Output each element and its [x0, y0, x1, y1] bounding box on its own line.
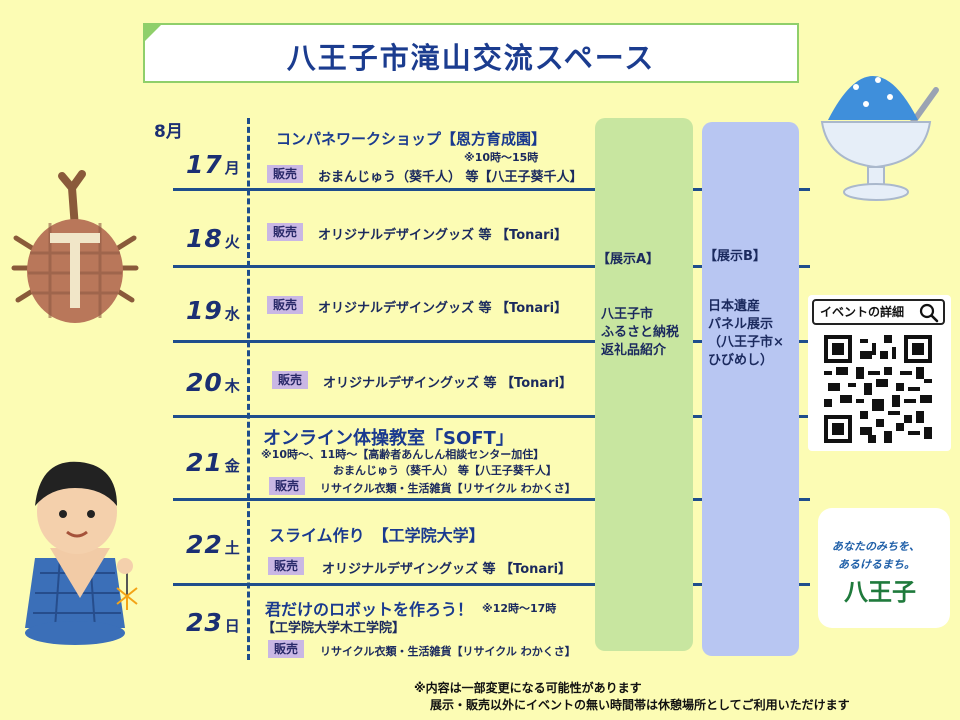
event-title-22: スライム作り 【工学院大学】: [269, 526, 485, 545]
sale-item-22: オリジナルデザイングッズ 等 【Tonari】: [322, 562, 572, 577]
month-label: 8月: [154, 122, 183, 142]
exhibit-a-line: 八王子市: [601, 307, 654, 322]
sale-item-21a: おまんじゅう（葵千人） 等【八王子葵千人】: [333, 464, 557, 477]
day-divider: [173, 265, 810, 268]
sale-item-23: リサイクル衣類・生活雑貨【リサイクル わかくさ】: [320, 645, 576, 658]
search-icon: [919, 303, 939, 323]
exhibit-a-label: 【展示A】: [597, 252, 660, 267]
sale-item-21b: リサイクル衣類・生活雑貨【リサイクル わかくさ】: [320, 482, 576, 495]
corner-accent: [143, 23, 163, 43]
day-divider: [173, 583, 810, 586]
day-divider: [173, 415, 810, 418]
sale-item-17: おまんじゅう（葵千人） 等【八王子葵千人】: [318, 170, 583, 185]
qr-code[interactable]: [824, 335, 932, 443]
logo-tagline-1: あなたのみちを、: [832, 540, 920, 553]
exhibit-b-line: ひびめし）: [708, 353, 774, 368]
exhibit-a-line: ふるさと納税: [601, 325, 680, 340]
event-organizer-23: 【工学院大学木工学院】: [262, 621, 406, 636]
event-details-qr-card[interactable]: イベントの詳細: [808, 295, 951, 451]
exhibit-b-label: 【展示B】: [704, 249, 766, 264]
event-title-21: オンライン体操教室「SOFT」: [263, 428, 514, 449]
sale-badge: 販売: [267, 296, 304, 314]
event-time-23: ※12時～17時: [482, 602, 557, 615]
sale-badge: 販売: [267, 165, 304, 183]
exhibit-a-line: 返礼品紹介: [601, 343, 667, 358]
event-time-21: ※10時～、11時～【高齢者あんしん相談センター加住】: [261, 448, 545, 461]
timeline-axis: [247, 118, 250, 660]
exhibit-a-panel: [595, 118, 693, 651]
hachioji-logo: あなたのみちを、 あるけるまち。 八王子: [818, 508, 950, 628]
note-line: 展示・販売以外にイベントの無い時間帯は休憩場所としてご利用いただけます: [430, 698, 850, 712]
sale-item-20: オリジナルデザイングッズ 等 【Tonari】: [323, 376, 573, 391]
event-time-17: ※10時～15時: [464, 151, 539, 164]
footer-notes: ※内容は一部変更になる可能性があります 展示・販売以外にイベントの無い時間帯は休…: [414, 680, 850, 714]
page-title: 八王子市滝山交流スペース: [286, 41, 656, 75]
event-title-17: コンパネワークショップ【恩方育成園】: [276, 130, 547, 148]
sale-badge: 販売: [272, 371, 309, 389]
shaved-ice-illustration: [820, 76, 939, 201]
boy-in-yukata-illustration: [25, 461, 138, 645]
qr-label: イベントの詳細: [812, 299, 945, 325]
exhibit-b-panel: [702, 122, 799, 656]
day-divider: [173, 340, 810, 343]
logo-tagline-2: あるけるまち。: [838, 558, 915, 571]
sale-badge: 販売: [268, 640, 305, 658]
day-divider: [173, 498, 810, 501]
event-title-23: 君だけのロボットを作ろう！: [265, 600, 474, 619]
sale-badge: 販売: [267, 223, 304, 241]
sale-badge: 販売: [269, 477, 306, 495]
day-divider: [173, 188, 810, 191]
rhinoceros-beetle-illustration: [11, 170, 139, 323]
sale-item-18: オリジナルデザイングッズ 等 【Tonari】: [318, 228, 568, 243]
sale-badge: 販売: [268, 557, 305, 575]
sale-item-19: オリジナルデザイングッズ 等 【Tonari】: [318, 301, 568, 316]
exhibit-b-line: （八王子市×: [708, 335, 784, 350]
title-banner: 八王子市滝山交流スペース: [143, 23, 799, 83]
exhibit-b-line: パネル展示: [708, 317, 774, 332]
note-line: ※内容は一部変更になる可能性があります: [414, 681, 642, 695]
logo-name: 八王子: [844, 578, 916, 606]
exhibit-b-line: 日本遺産: [708, 299, 761, 314]
